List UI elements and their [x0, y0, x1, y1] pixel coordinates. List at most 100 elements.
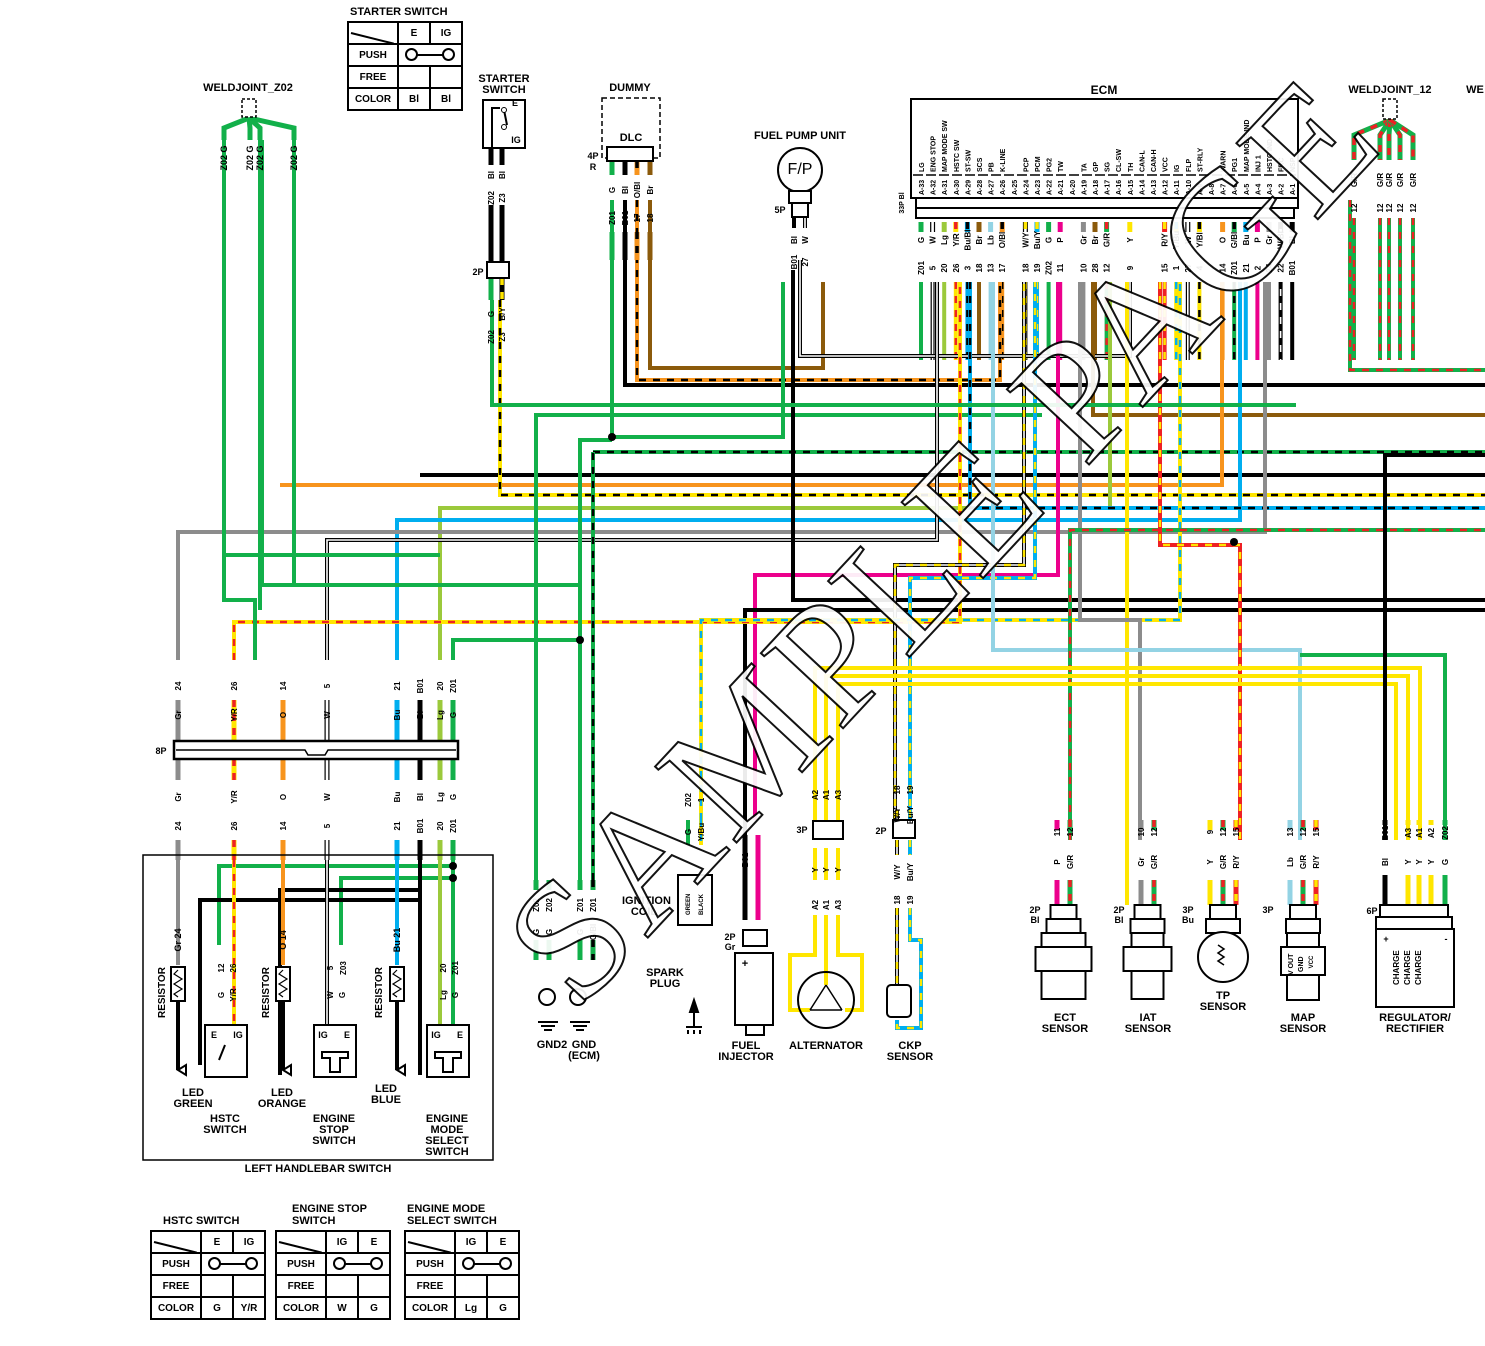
- ecm-wire-number: 18: [1021, 263, 1030, 272]
- wire-color: G: [217, 992, 226, 998]
- ecm-wire-color: W/Y: [1021, 232, 1030, 248]
- col-header: IG: [454, 1230, 488, 1254]
- wire-number: A3: [1404, 827, 1413, 838]
- ecm-pin-number: A-2: [1279, 184, 1286, 195]
- row-label: FREE: [275, 1274, 327, 1298]
- cell: G: [486, 1296, 520, 1320]
- ecm-wire-number: 26: [952, 263, 961, 272]
- wire-number: 20: [436, 681, 445, 690]
- wire-number: 27: [801, 257, 810, 266]
- wire-number: Z02: [1441, 826, 1450, 840]
- wire: [836, 682, 1398, 840]
- row-label: FREE: [347, 65, 399, 89]
- ecm-wire-number: 2: [1253, 265, 1262, 270]
- resistor-label: RESISTOR: [374, 967, 385, 1018]
- wire: [1078, 282, 1142, 840]
- ect-connector-body: [1045, 918, 1082, 934]
- ecm-pin-function: CAN-H: [1151, 149, 1158, 172]
- wire: [1300, 653, 1447, 840]
- wire-color: P: [1053, 859, 1062, 865]
- terminal-label: VCC: [1309, 955, 1315, 968]
- left-handlebar-switch-box: [142, 854, 494, 1161]
- wire-number: 17: [633, 213, 642, 222]
- wire-color: G/R: [1066, 855, 1075, 869]
- alternator-connector: [812, 820, 844, 840]
- wire: [176, 282, 1267, 660]
- wire-color: Y/R: [230, 790, 239, 804]
- ecm-wire-number: 1: [1172, 265, 1181, 270]
- wire-number: 18: [893, 895, 902, 904]
- ecm-pin-number: A-28: [977, 180, 984, 195]
- weldjoint-wire-label: Z02 G: [289, 145, 299, 170]
- connector-label: 3P: [1182, 905, 1193, 915]
- ecm-pin-number: A-26: [1000, 180, 1007, 195]
- ect-body: [1040, 932, 1087, 948]
- wire-color: O/Bl: [633, 182, 642, 198]
- wire-color: Bl: [790, 236, 799, 244]
- ecm-wire-number: Z01: [1230, 261, 1239, 275]
- ecm-wire-number: 19: [1033, 263, 1042, 272]
- map-terminal-vout: V OUT: [1288, 953, 1295, 975]
- map-body: [1286, 932, 1320, 948]
- row-label: PUSH: [150, 1252, 202, 1276]
- wire-color: Br: [646, 186, 655, 195]
- engine-stop-wire-number-z03: Z03: [339, 961, 348, 975]
- ecm-pin-function: HSTC IND: [1267, 139, 1274, 172]
- table-corner: [150, 1230, 202, 1254]
- ignition-coil-terminal-green: GREEN: [686, 893, 692, 915]
- wire-color: Y: [1206, 859, 1215, 865]
- wire-color: Gr: [174, 710, 183, 719]
- wire-color: Gr: [174, 792, 183, 801]
- ecm-wire-color: Y/Bu: [1172, 231, 1181, 249]
- wire-color: G: [338, 992, 347, 998]
- wire-number: Z01: [451, 961, 460, 975]
- starter-switch-table: E IG PUSH FREE COLOR Bl Bl: [347, 21, 463, 111]
- wire-color: R/Y: [1232, 855, 1241, 869]
- wire-stripe: [699, 282, 1182, 820]
- fuel-pump-symbol-text: F/P: [787, 161, 813, 178]
- wire: [991, 282, 1302, 840]
- ecm-wire-color: W/Bl: [1277, 231, 1286, 249]
- row-label: PUSH: [347, 43, 399, 67]
- iat-body: [1130, 932, 1165, 948]
- ecm-pin-function: PG2: [1047, 158, 1054, 172]
- gnd-ecm-label: GND (ECM): [568, 1039, 600, 1062]
- wire: [198, 898, 420, 1065]
- ecm-pin-number: A-32: [931, 180, 938, 195]
- ecm-wire-number: 18: [975, 263, 984, 272]
- wire: [339, 876, 453, 945]
- map-sensor-label: MAP SENSOR: [1279, 1012, 1327, 1035]
- wire-number: A3: [834, 899, 843, 910]
- ecm-wire-color: Bu: [1242, 235, 1251, 246]
- weldjoint-wire-label: Z02 G: [219, 145, 229, 170]
- wire-number: Z02: [684, 793, 693, 807]
- wire: [610, 200, 785, 439]
- ecm-wire-color: O: [1219, 237, 1228, 243]
- wire: [1351, 117, 1391, 160]
- ecm-wire-number: 3: [963, 265, 972, 270]
- wire: [1348, 200, 1485, 372]
- weldjoint-wire-number: 12: [1396, 203, 1405, 212]
- ecm-pin-function: K-LINE: [1000, 148, 1007, 172]
- ecm-pin-number: A-17: [1105, 180, 1112, 195]
- ecm-pin-number: A-1: [1290, 184, 1297, 195]
- wire: [534, 413, 1042, 420]
- wire: [438, 282, 1112, 660]
- weldjoint-12: [1382, 98, 1398, 120]
- wire-number: Z01: [449, 679, 458, 693]
- wire: [791, 270, 1485, 602]
- ecm-wire-number: 4: [1195, 265, 1204, 270]
- wire-number: A2: [811, 899, 820, 910]
- wire-color: Y: [1404, 859, 1413, 865]
- led-orange-label: LED ORANGE: [257, 1087, 307, 1110]
- weldjoint-wire-color: G/R: [1396, 173, 1405, 187]
- wire-color: G: [684, 829, 693, 835]
- ecm-connector: [915, 197, 1299, 209]
- ecm-wire-number: 21: [1242, 263, 1251, 272]
- wire-number: A1: [822, 789, 831, 800]
- wire: [325, 282, 939, 660]
- ecm-wire-color: G: [1045, 237, 1054, 243]
- wire-number: B01: [621, 210, 630, 225]
